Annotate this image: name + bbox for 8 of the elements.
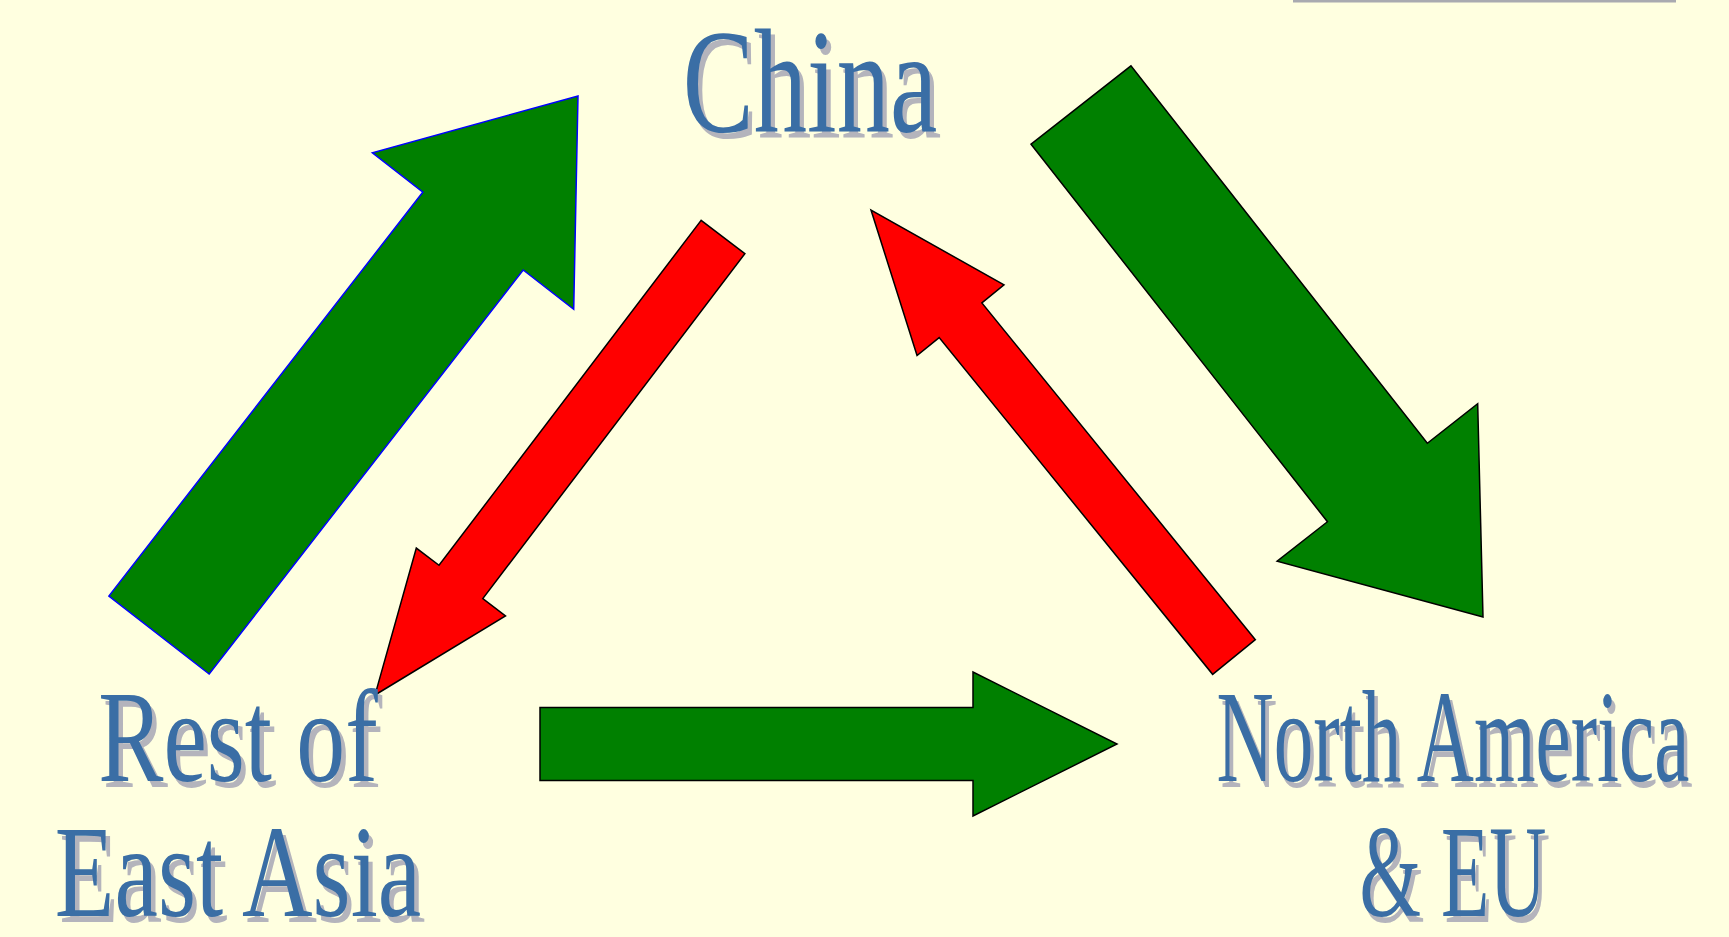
block-arrow: [869, 208, 1257, 676]
block-arrow: [539, 670, 1119, 818]
region-label: China: [681, 6, 939, 158]
block-arrow: [107, 95, 579, 676]
block-arrow: [1030, 64, 1484, 618]
region-label: North America & EU: [1215, 669, 1690, 937]
region-label: Rest of East Asia: [53, 669, 422, 937]
block-arrow: [373, 219, 746, 697]
